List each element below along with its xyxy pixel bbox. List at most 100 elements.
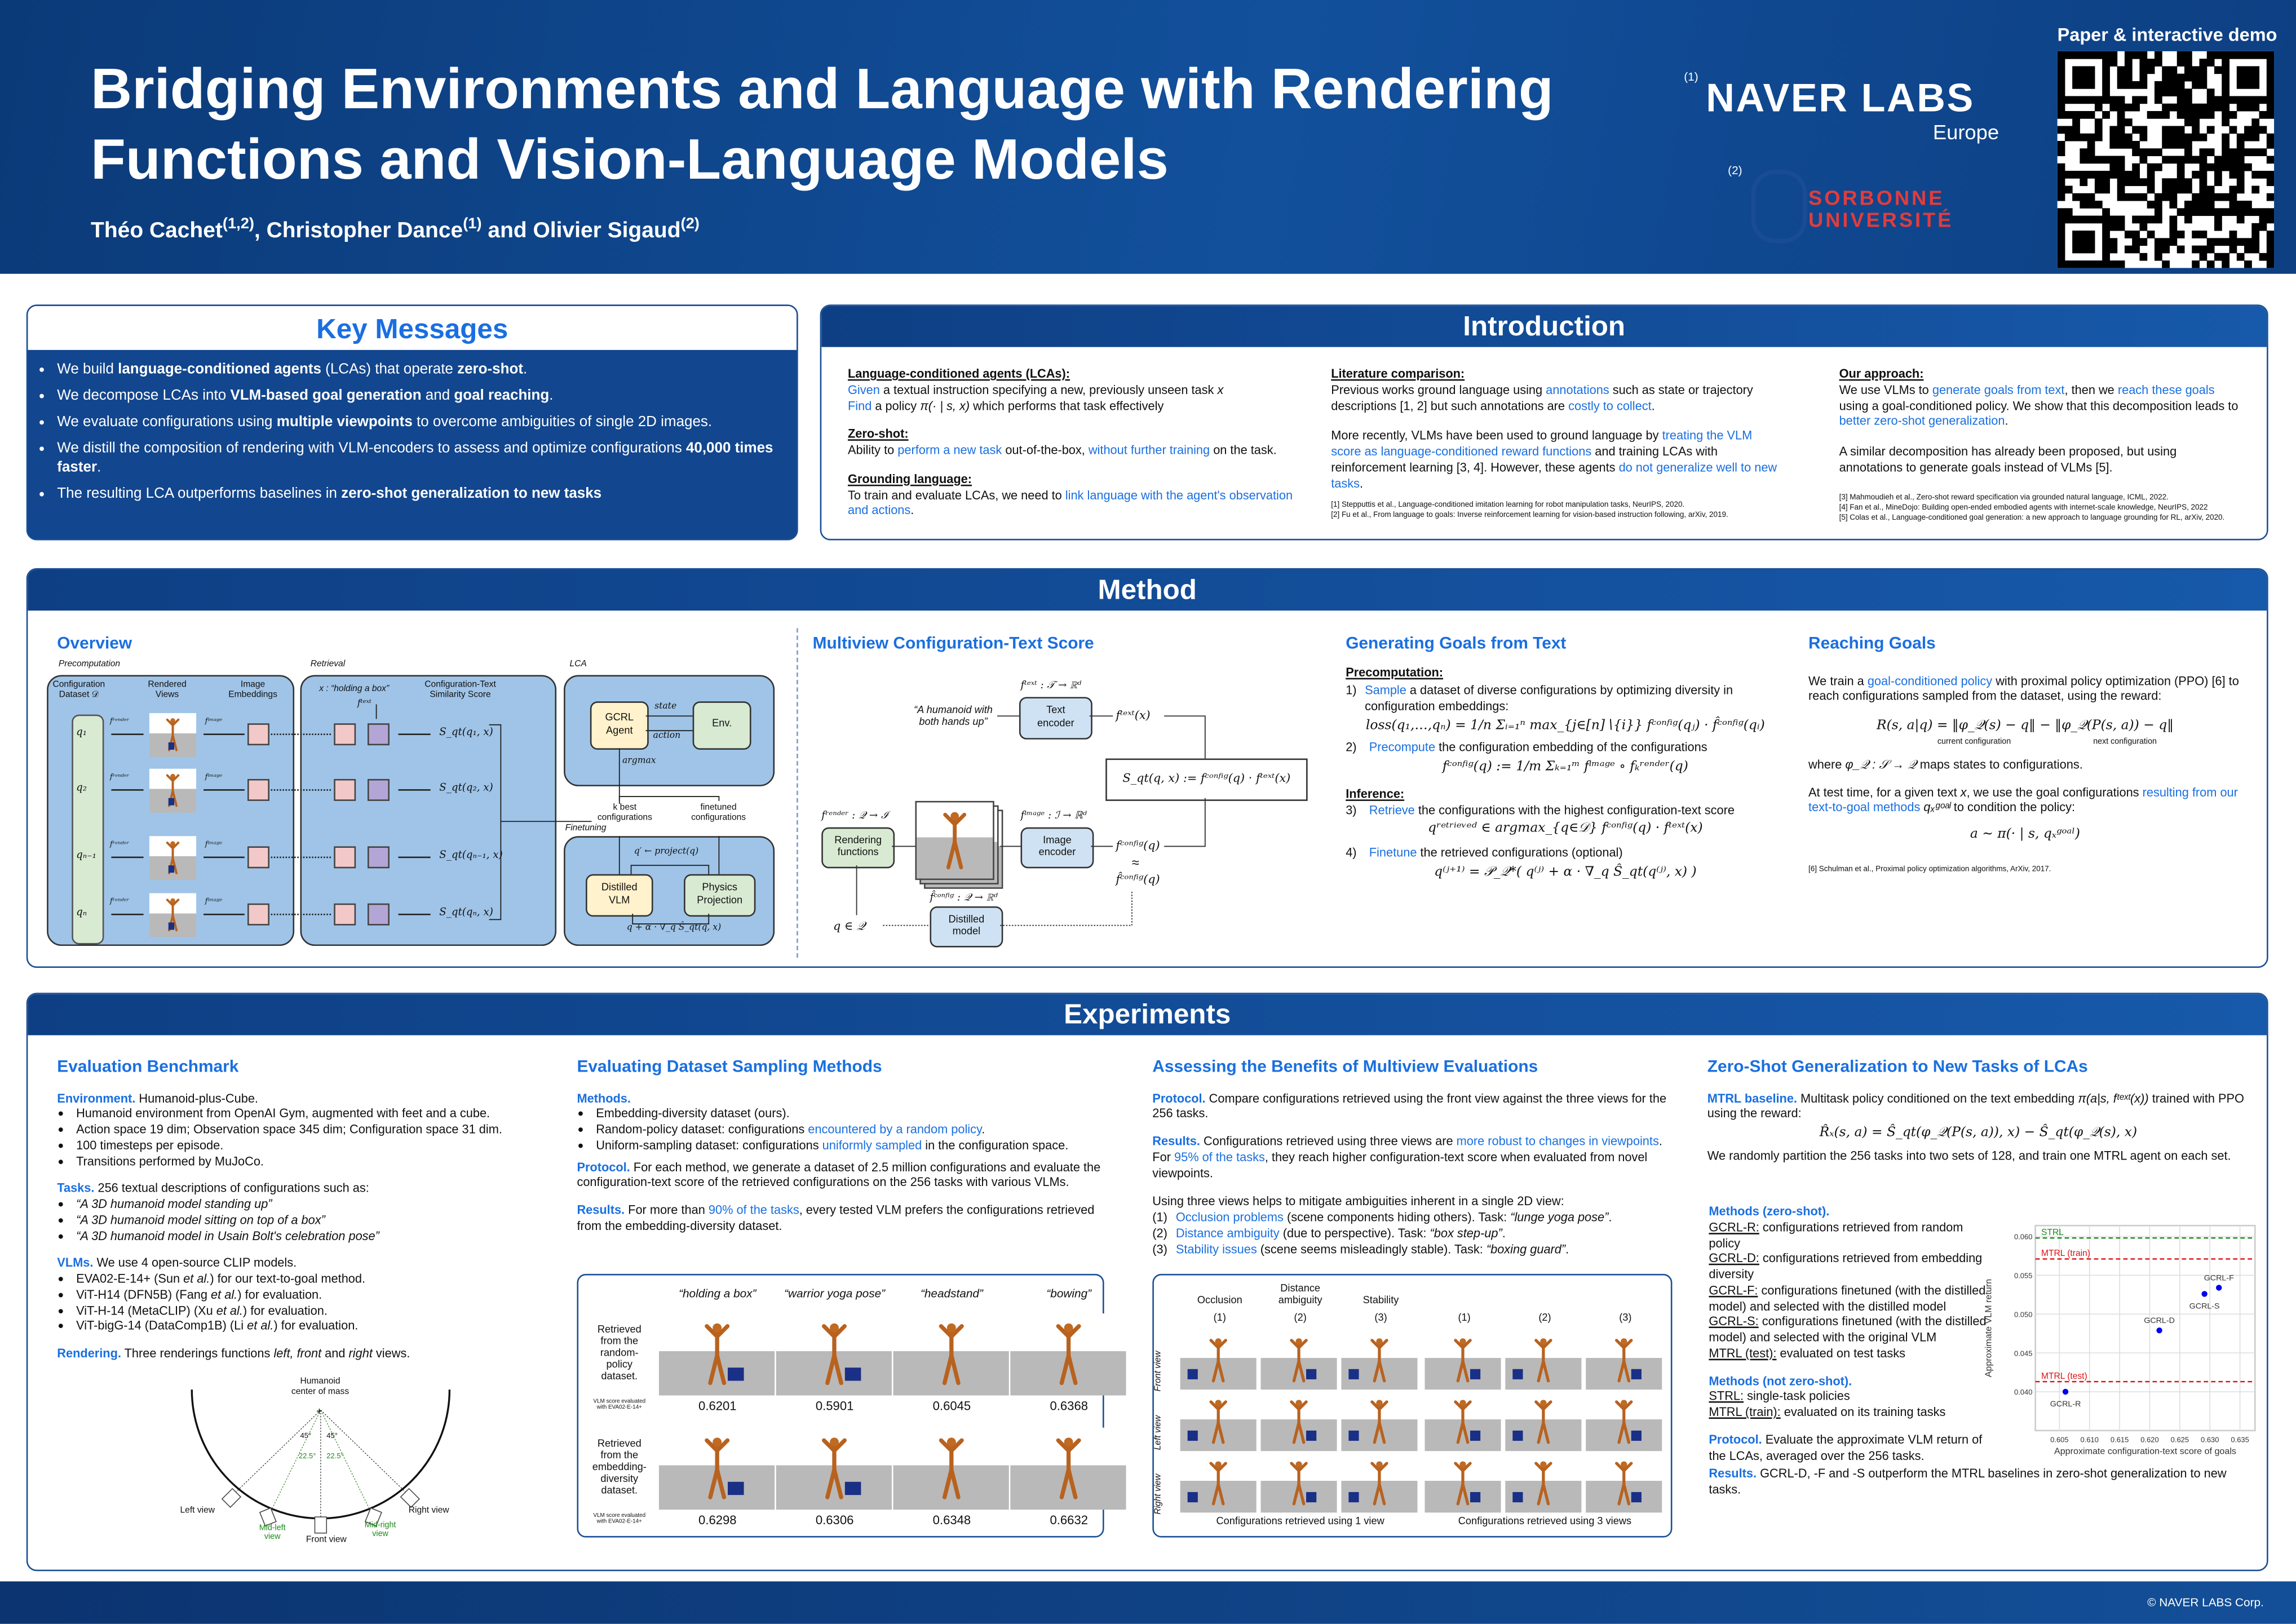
text-run: The resulting LCA outperforms baselines …: [57, 485, 342, 502]
label-line: view: [372, 1530, 388, 1539]
text-run: , then we: [2064, 382, 2118, 397]
qr-module: [2057, 110, 2065, 119]
qr-module: [2176, 110, 2185, 119]
qr-module: [2192, 110, 2200, 119]
humanoid-render-image: [1505, 1454, 1582, 1513]
method-panel: Method Overview Precomputation Retrieval…: [26, 568, 2268, 968]
ftext-label: fᵗᵉˣᵗ: [357, 698, 371, 709]
step-text: Retrieve the configurations with the hig…: [1369, 802, 1735, 817]
qr-module: [2251, 238, 2260, 246]
qr-code[interactable]: [2057, 51, 2275, 268]
qr-module: [2229, 185, 2237, 194]
baseline-label: STRL: [2041, 1228, 2064, 1237]
method-definition: GCRL-D: configurations retrieved from em…: [1709, 1251, 1994, 1282]
literature-heading: Literature comparison:: [1331, 366, 1465, 381]
frender-signature: fʳᵉⁿᵈᵉʳ : 𝒬 → ℐ: [821, 809, 888, 822]
qr-module: [2102, 66, 2110, 74]
qr-module: [2251, 185, 2260, 194]
config-q-label: q₂: [76, 782, 87, 794]
humanoid-render-image: [1260, 1331, 1337, 1390]
action-label: action: [653, 731, 681, 741]
qr-module: [2147, 110, 2155, 119]
qr-module: [2102, 51, 2110, 59]
text-run: configurations finetuned (with the disti…: [1709, 1313, 1987, 1344]
qr-module: [2266, 81, 2275, 89]
text-run: Precompute: [1369, 740, 1436, 755]
qr-module: [2199, 59, 2207, 67]
header-line: Configuration-Text: [424, 680, 496, 690]
box-line: functions: [837, 848, 879, 859]
qr-module: [2109, 163, 2118, 171]
text-embedding: [367, 778, 390, 801]
text-run: .: [549, 388, 554, 404]
text-run: For each method, we generate a dataset o…: [577, 1159, 1101, 1190]
list-item: ViT-H14 (DFN5B) (Fang et al.) for evalua…: [76, 1287, 562, 1303]
qr-module: [2072, 96, 2080, 104]
label-line: configurations: [691, 813, 746, 823]
qr-module: [2222, 51, 2230, 59]
text-run: ) for evaluation.: [242, 1303, 328, 1318]
footer-bar: © NAVER LABS Corp.: [0, 1581, 2296, 1624]
qr-module: [2109, 133, 2118, 141]
qr-module: [2109, 245, 2118, 254]
text-run: GCRL-R:: [1709, 1219, 1759, 1234]
list-item: “A 3D humanoid model standing up”: [76, 1197, 562, 1213]
reward-formula: R(s, a|q) = ‖φ_𝒬(s) − q‖ − ‖φ_𝒬(P(s, a))…: [1876, 719, 2174, 734]
qr-module: [2094, 156, 2103, 164]
qr-module: [2162, 193, 2170, 201]
qr-module: [2192, 171, 2200, 179]
key-messages-panel: Key Messages We build language-condition…: [26, 304, 798, 541]
text-run: We decompose LCAs into: [57, 388, 231, 404]
qr-module: [2057, 238, 2065, 246]
qr-module: [2206, 201, 2215, 209]
qr-module: [2132, 171, 2140, 179]
text-run: ) for evaluation.: [237, 1287, 322, 1302]
arrow-icon: [111, 856, 144, 859]
vlm-list: EVA02-E-14+ (Sun et al.) for our text-to…: [57, 1271, 562, 1334]
text-run: , every tested VLM prefers the configura…: [577, 1202, 1095, 1233]
qr-module: [2072, 215, 2080, 224]
config-q-label: qₙ: [76, 906, 87, 918]
label-line: dataset.: [601, 1372, 638, 1383]
methods-legend: Methods (zero-shot). GCRL-R: configurati…: [1709, 1203, 1994, 1463]
copyright: © NAVER LABS Corp.: [2147, 1596, 2264, 1609]
text-run: Humanoid-plus-Cube.: [135, 1090, 258, 1105]
cube-icon: [845, 1368, 862, 1381]
qr-module: [2229, 231, 2237, 238]
qr-module: [2251, 96, 2260, 104]
lca-label: LCA: [569, 660, 587, 670]
qr-module: [2222, 253, 2230, 261]
protocol-text: Protocol. For each method, we generate a…: [577, 1160, 1107, 1191]
qr-module: [2057, 185, 2065, 194]
list-item: Action space 19 dim; Observation space 3…: [76, 1122, 562, 1138]
affiliation-marker: (1): [1684, 70, 1698, 84]
qr-module: [2132, 96, 2140, 104]
qr-module: [2266, 73, 2275, 82]
text-embedding: [367, 903, 390, 926]
experiments-panel: Experiments Evaluation Benchmark Environ…: [26, 993, 2268, 1572]
label-line: embedding-: [592, 1463, 647, 1473]
precomputation-label: Precomputation: [58, 660, 121, 670]
key-message-item: We distill the composition of rendering …: [57, 441, 782, 477]
text-run: We use VLMs to: [1839, 382, 1932, 397]
plot-area: [2034, 1224, 2256, 1432]
qr-module: [2094, 103, 2103, 112]
qr-module: [2199, 245, 2207, 254]
qr-module: [2244, 201, 2252, 209]
cube-icon: [1188, 1492, 1199, 1502]
text-run: We distill the composition of rendering …: [57, 440, 686, 457]
qr-module: [2222, 59, 2230, 67]
cube-icon: [1631, 1431, 1643, 1441]
qr-module: [2206, 126, 2215, 134]
cube-icon: [1306, 1492, 1317, 1502]
qr-module: [2080, 245, 2088, 254]
cube-icon: [1512, 1431, 1524, 1441]
zero-shot-methods-list: GCRL-R: configurations retrieved from ra…: [1709, 1219, 1994, 1361]
qr-module: [2087, 193, 2095, 201]
qr-module: [2192, 103, 2200, 112]
qr-module: [2229, 171, 2237, 179]
qr-module: [2266, 245, 2275, 254]
text-run: Sample: [1365, 683, 1406, 698]
